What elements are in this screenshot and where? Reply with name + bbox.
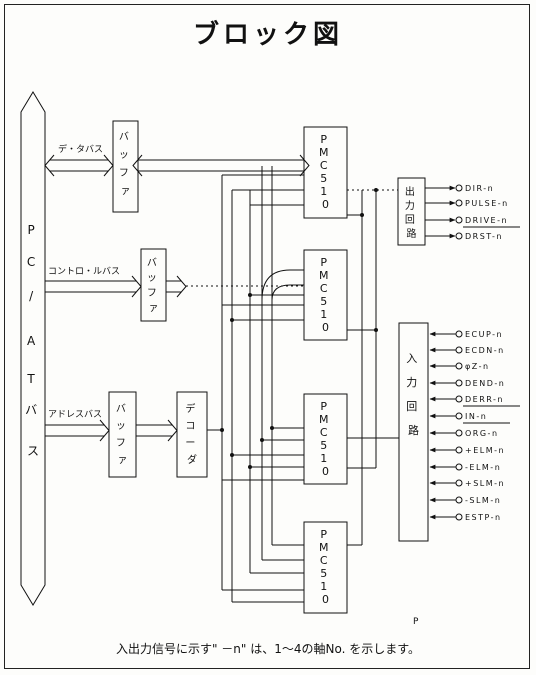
control-bus-label: コントロ・ルバス	[48, 266, 120, 277]
output-signal-pulse: PULSE-n	[465, 199, 509, 208]
input-signal-ecup: ECUP-n	[465, 330, 503, 339]
output-circuit-label: 出 力 回 路	[405, 185, 418, 240]
data-buffer-output	[132, 154, 310, 177]
buffer-data-box	[112, 120, 139, 213]
address-buffer-output	[136, 419, 178, 442]
stray-mark: P	[413, 617, 419, 627]
output-circuit-box	[397, 177, 426, 246]
input-signal-pslm: +SLM-n	[465, 479, 505, 488]
terminal-circles	[455, 184, 463, 521]
input-signal-phiz: φZ-n	[465, 362, 490, 371]
input-signal-melm: -ELM-n	[465, 463, 501, 472]
pmc510-label-2: P M C 5 1 0	[319, 256, 332, 334]
input-circuit-box	[398, 322, 429, 542]
data-bus-trunk	[261, 166, 304, 561]
input-signal-in: IN-n	[465, 412, 487, 421]
address-bus-label: アドレスバス	[48, 409, 102, 420]
bus-vertical-label: P C / A T バ ス	[25, 223, 41, 458]
buffer-control-box	[140, 248, 167, 322]
output-signal-lines	[425, 185, 456, 239]
output-signal-drive: DRIVE-n	[465, 216, 508, 225]
pmc510-label-1: P M C 5 1 0	[319, 133, 332, 211]
decoder-label: デ コ ー ダ	[185, 402, 198, 466]
pmc510-chip-1	[303, 126, 348, 219]
output-signal-dir: DIR-n	[465, 184, 494, 193]
control-bus-trunk	[186, 189, 304, 603]
input-signal-estp: ESTP-n	[465, 513, 502, 522]
data-bus-line	[44, 154, 114, 177]
input-signal-lines	[429, 331, 456, 520]
output-bus	[347, 190, 377, 546]
buffer-address-box	[108, 391, 137, 478]
control-bus-line	[45, 275, 142, 298]
pmc510-label-3: P M C 5 1 0	[319, 400, 332, 478]
footnote: 入出力信号に示す" －n" は、1～4の軸No. を示します。	[115, 642, 421, 656]
input-circuit-label: 入 力 回 路	[406, 352, 421, 437]
input-signal-derr: DERR-n	[465, 395, 504, 404]
input-signal-pelm: +ELM-n	[465, 446, 505, 455]
page-frame	[4, 4, 530, 669]
input-signal-mslm: -SLM-n	[465, 496, 501, 505]
output-signal-drst: DRST-n	[465, 232, 503, 241]
pmc510-label-4: P M C 5 1 0	[319, 528, 332, 606]
buffer-control-label: バ ッ フ ァ	[147, 257, 160, 314]
buffer-address-label: バ ッ フ ァ	[116, 403, 129, 466]
buffer-data-label: バ ッ フ ァ	[119, 131, 132, 197]
decoder-box	[176, 391, 208, 478]
junction-dots	[220, 188, 378, 469]
input-signal-dend: DEND-n	[465, 379, 505, 388]
input-signal-ecdn: ECDN-n	[465, 346, 505, 355]
control-buffer-output	[166, 275, 187, 298]
input-signal-org: ORG-n	[465, 429, 499, 438]
data-bus-label: デ・タバス	[58, 143, 103, 155]
pmc510-chip-4	[303, 521, 348, 614]
decoder-outputs	[207, 174, 304, 591]
diagram-title: ブロック図	[192, 20, 343, 50]
pc-at-bus	[20, 91, 46, 606]
address-bus-line	[45, 419, 110, 442]
pmc510-chip-3	[303, 393, 348, 485]
